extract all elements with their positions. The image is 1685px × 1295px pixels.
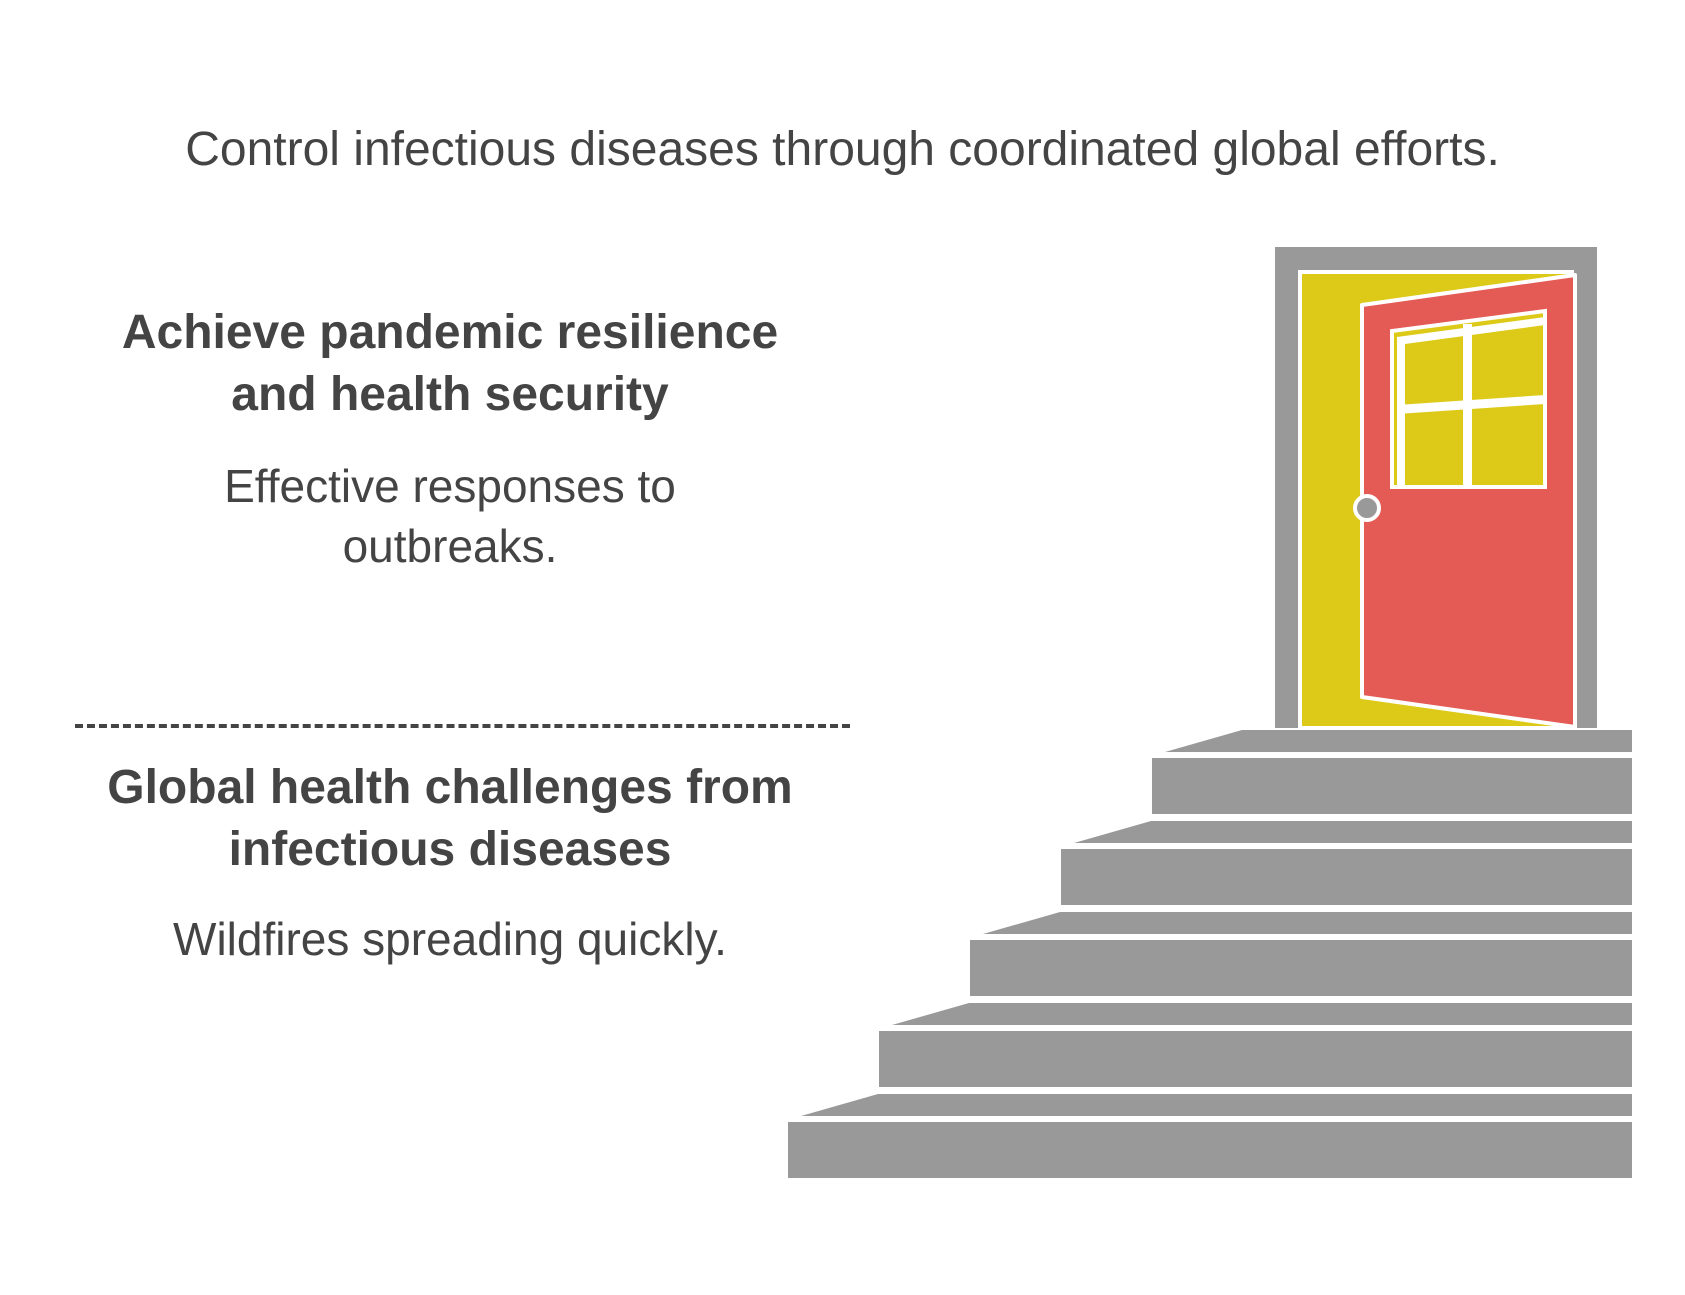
stair-step-1-riser	[788, 1122, 1632, 1178]
window-mullion-horizontal	[1397, 395, 1545, 414]
challenge-heading-line1: Global health challenges from	[107, 761, 793, 814]
open-door-icon	[1275, 247, 1597, 730]
goal-desc-line2: outbreaks.	[342, 520, 558, 572]
stair-step-1-tread	[801, 1094, 1632, 1116]
stair-step-5-riser	[1152, 758, 1632, 814]
challenge-heading-line2: infectious diseases	[228, 823, 672, 876]
goal-desc-line1: Effective responses to	[224, 460, 676, 512]
stair-step-5-tread	[1165, 730, 1632, 752]
dashed-divider	[75, 724, 850, 728]
stair-step-2-tread	[892, 1003, 1632, 1025]
stair-step-3-riser	[970, 940, 1632, 996]
page-title: Control infectious diseases through coor…	[185, 123, 1500, 176]
stair-step-4-tread	[1074, 821, 1632, 843]
stair-step-2-riser	[879, 1031, 1632, 1087]
goal-description: Effective responses to outbreaks.	[70, 456, 830, 576]
staircase-icon	[788, 730, 1632, 1178]
challenge-heading: Global health challenges from infectious…	[70, 757, 830, 881]
stair-step-4-riser	[1061, 849, 1632, 905]
challenge-desc-line1: Wildfires spreading quickly.	[173, 913, 727, 965]
goal-heading-line1: Achieve pandemic resilience	[121, 306, 779, 359]
goal-heading-line2: and health security	[231, 368, 669, 421]
stair-step-3-tread	[983, 912, 1632, 934]
challenge-description: Wildfires spreading quickly.	[70, 909, 830, 969]
door-window-icon	[1390, 308, 1547, 489]
goal-heading: Achieve pandemic resilience and health s…	[70, 302, 830, 426]
door-knob-icon	[1353, 494, 1381, 522]
